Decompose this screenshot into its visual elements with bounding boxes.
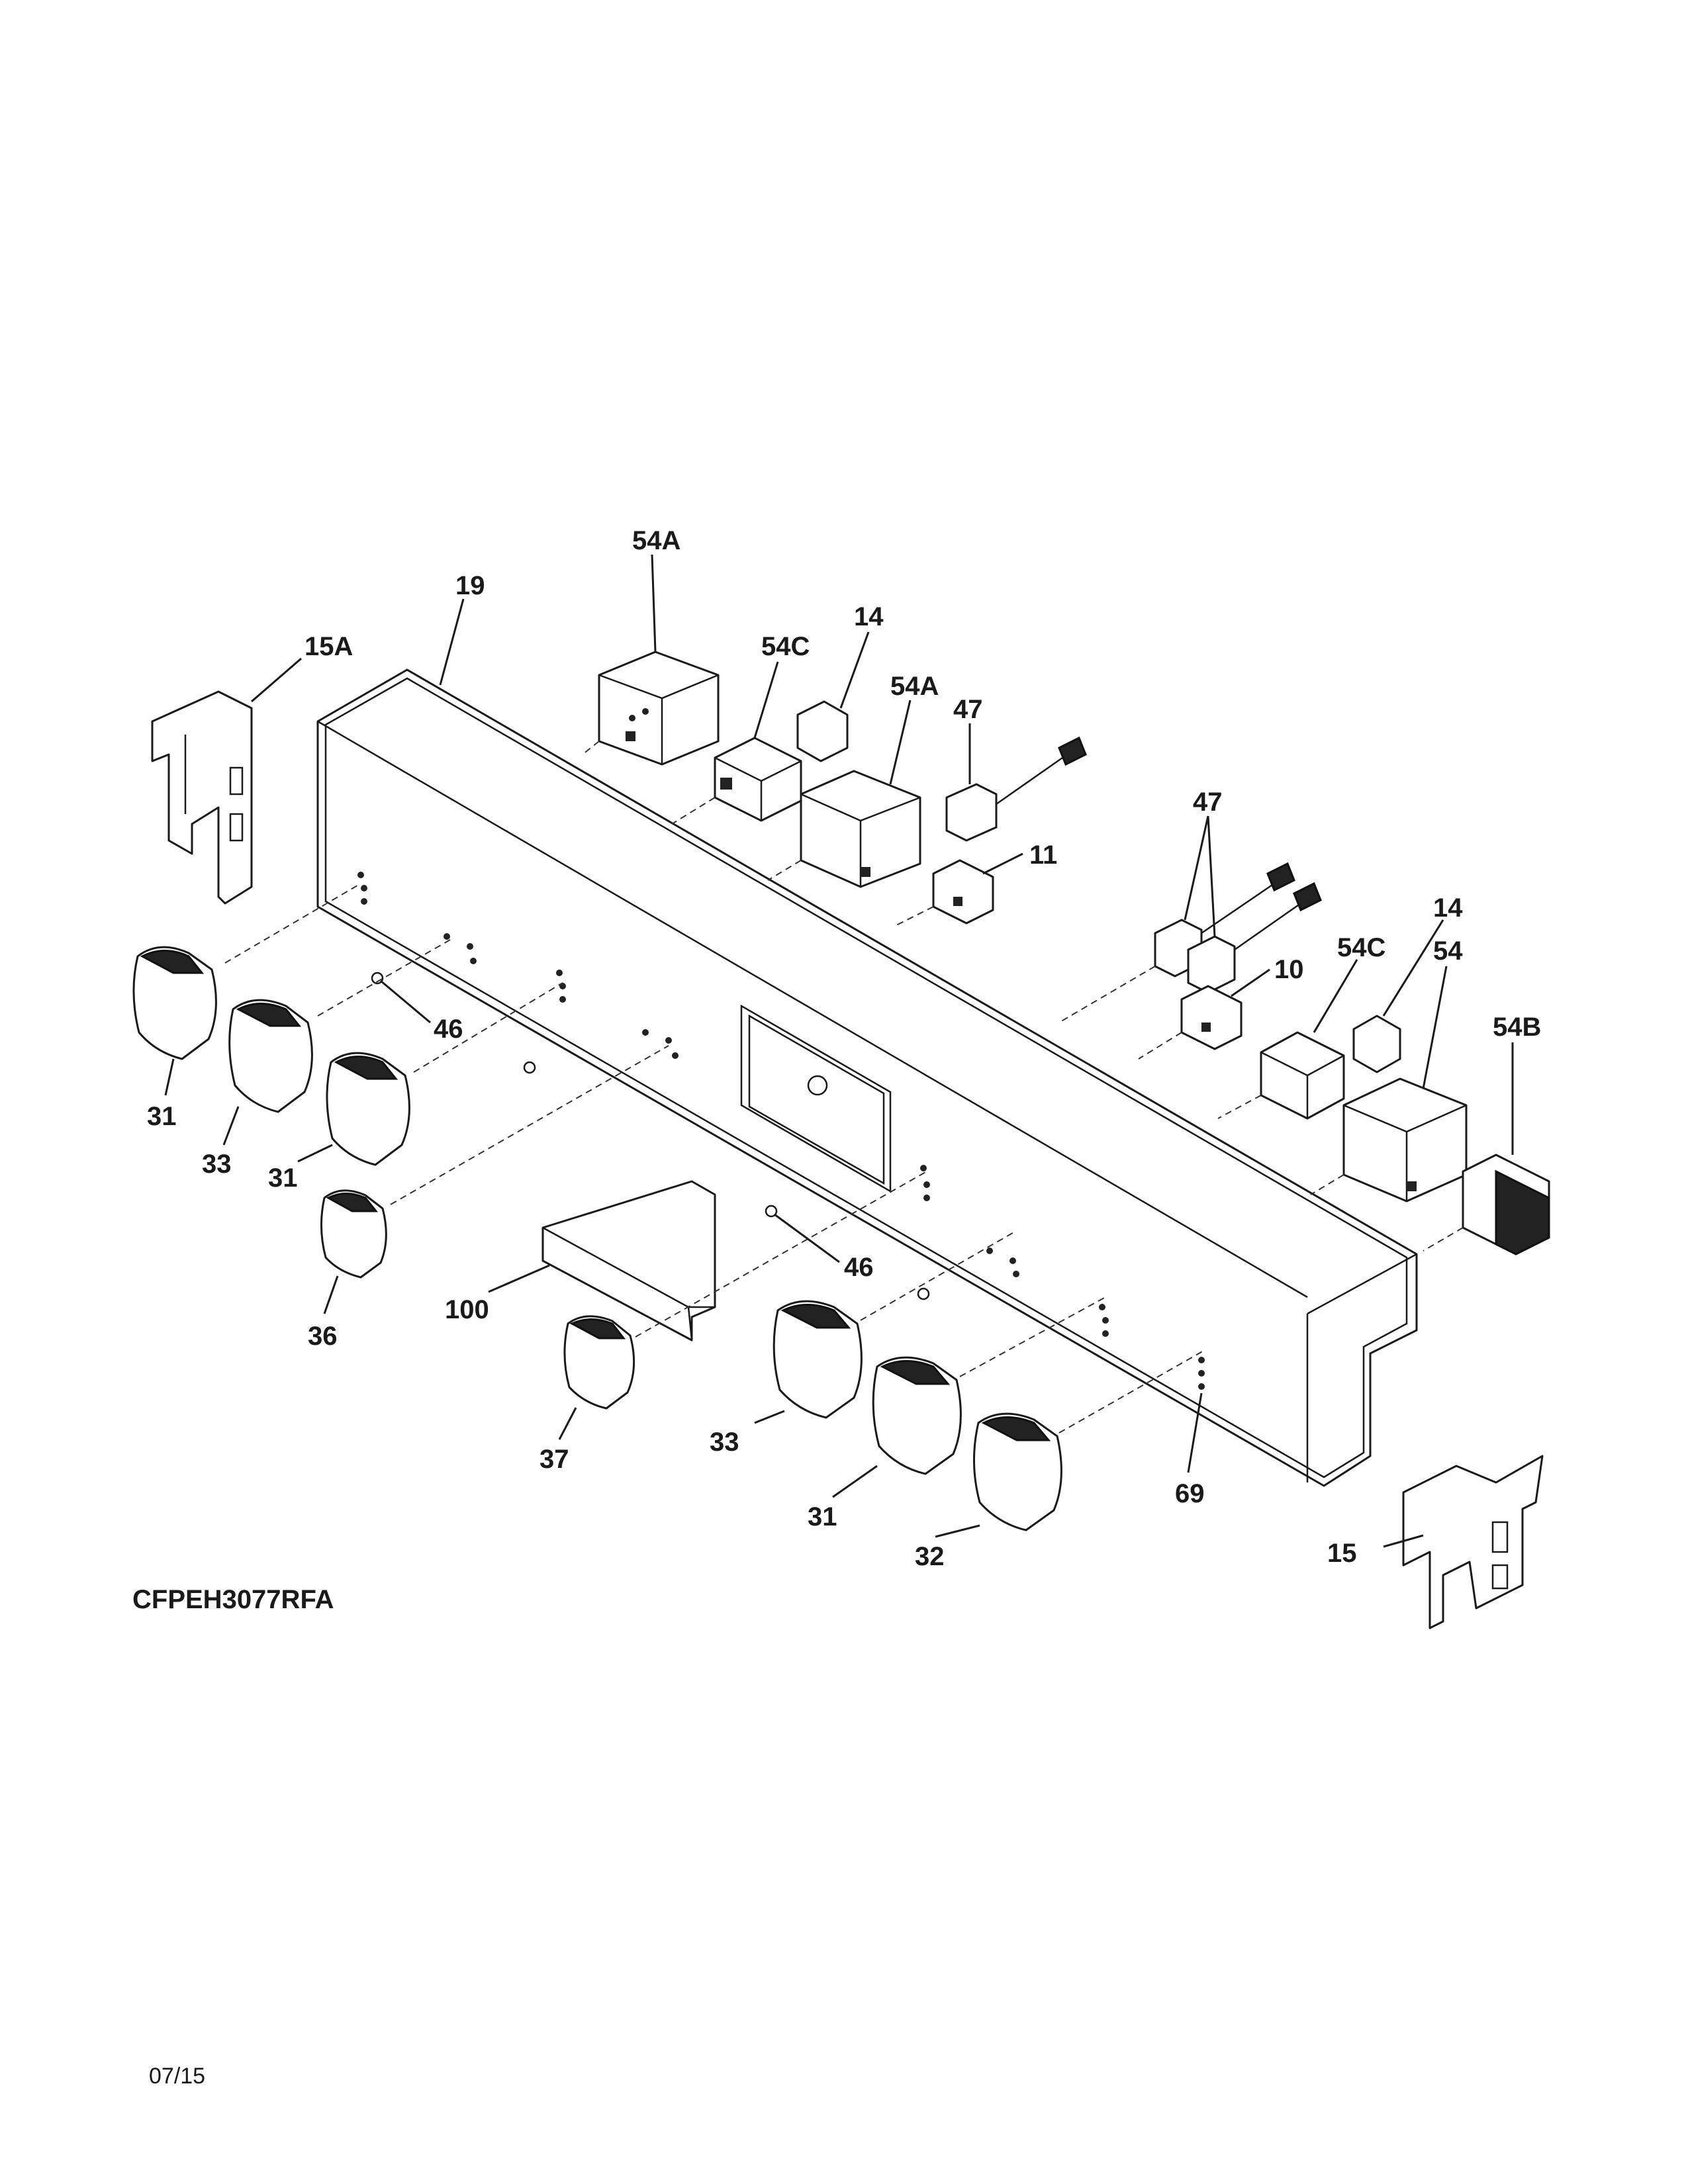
switch-part-54C-right	[1260, 1031, 1345, 1120]
washer-part-46	[371, 972, 930, 1300]
display-module-part-100	[541, 1180, 716, 1342]
callout-14-top: 14	[854, 602, 884, 631]
switch-part-14-right	[1352, 1015, 1401, 1073]
callout-15: 15	[1327, 1539, 1357, 1568]
callout-47-top: 47	[953, 695, 983, 724]
model-number: CFPEH3077RFA	[132, 1585, 334, 1614]
callout-47-right: 47	[1193, 788, 1223, 817]
callout-54A-mid: 54A	[890, 672, 939, 701]
knob-part-32	[973, 1412, 1062, 1531]
leader-lines	[164, 554, 1514, 1548]
switch-part-54C-top	[714, 737, 802, 822]
switch-part-14-top	[796, 700, 849, 762]
knob-part-33-a	[228, 999, 313, 1113]
callout-36: 36	[308, 1322, 338, 1351]
switch-part-11	[932, 859, 994, 925]
connector-part-47-right	[1154, 862, 1322, 994]
knob-part-36	[320, 1189, 387, 1279]
connector-part-47-top	[945, 736, 1087, 842]
callout-labels: 19 15A 54A 54C 14 54A 47 11 47 14 10 54C…	[147, 526, 1541, 1571]
control-panel-part-19	[316, 668, 1418, 1487]
callout-10: 10	[1274, 955, 1304, 984]
callout-54C-right: 54C	[1337, 933, 1385, 962]
switch-part-10	[1180, 985, 1243, 1050]
callout-37: 37	[539, 1445, 569, 1474]
callout-19: 19	[455, 571, 485, 600]
callout-46-mid: 46	[844, 1253, 874, 1282]
bracket-part-15A	[151, 690, 253, 905]
callout-33-a: 33	[202, 1150, 232, 1179]
switch-part-54A-mid	[800, 770, 921, 888]
callout-33-b: 33	[710, 1428, 739, 1457]
revision-date: 07/15	[149, 2064, 206, 2089]
callout-54B: 54B	[1493, 1013, 1541, 1042]
callout-54C-top: 54C	[761, 632, 810, 661]
switch-part-54A-top	[598, 651, 720, 766]
callout-100: 100	[445, 1295, 489, 1324]
callout-14-right: 14	[1433, 893, 1463, 923]
knob-part-33-b	[773, 1300, 863, 1419]
knob-part-31-c	[872, 1356, 962, 1475]
callout-32: 32	[915, 1542, 945, 1571]
knob-part-31-b	[326, 1052, 410, 1166]
callout-54: 54	[1433, 936, 1463, 966]
knob-part-37	[563, 1315, 635, 1410]
screw-group	[357, 872, 1205, 1390]
knob-part-31-a	[132, 946, 217, 1060]
callout-31-a: 31	[147, 1102, 177, 1131]
callout-31-b: 31	[268, 1163, 298, 1193]
callout-54A-top: 54A	[632, 526, 680, 555]
callout-31-c: 31	[808, 1502, 837, 1531]
callout-11: 11	[1029, 841, 1057, 870]
callout-15A: 15A	[305, 632, 353, 661]
callout-69: 69	[1175, 1479, 1205, 1508]
switch-part-54B	[1462, 1154, 1550, 1255]
assembly-lines	[224, 741, 1464, 1433]
switch-part-54	[1342, 1077, 1468, 1203]
callout-46-left: 46	[434, 1015, 463, 1044]
bracket-part-15	[1402, 1455, 1544, 1629]
